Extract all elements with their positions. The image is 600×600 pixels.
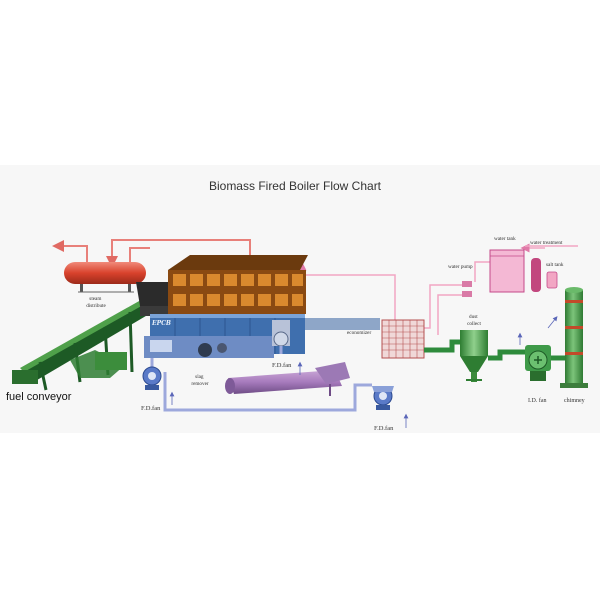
fuel-conveyor: [12, 296, 156, 391]
water-pump-label: water pump: [448, 264, 473, 270]
air-flow-arrows: [169, 316, 558, 428]
salt-tank: [546, 271, 558, 289]
chimney-label: chimney: [564, 398, 585, 404]
water-pump: [462, 281, 472, 297]
flue-duct: [424, 339, 528, 361]
steam-pipe-to-distributor: [106, 239, 251, 268]
water-treatment-label: water treatment: [530, 240, 563, 246]
steam-distributor: [64, 262, 146, 293]
economizer-label: economizer: [347, 330, 371, 336]
fd-fan-center-label: F.D.fan: [272, 362, 292, 369]
steam-pipe-left-out: [52, 240, 88, 262]
chimney: [551, 287, 588, 388]
water-tank: [489, 249, 525, 293]
economizer: [381, 319, 425, 359]
water-tank-label: water tank: [494, 236, 516, 242]
fd-fan-left: [142, 366, 162, 390]
dust-collector-label: dust collect: [467, 314, 481, 327]
air-duct-main: [163, 372, 372, 412]
steam-pipe-return: [129, 247, 150, 262]
salt-tank-label: salt tank: [546, 262, 564, 268]
water-pipe-economizer-to-drum: [297, 261, 396, 320]
diagram-title: Biomass Fired Boiler Flow Chart: [209, 179, 382, 193]
slag-remover: [225, 362, 350, 396]
water-pipe-pump2: [437, 294, 462, 335]
fuel-conveyor-label: fuel conveyor: [6, 391, 72, 403]
id-fan: [525, 345, 551, 381]
fuel-hopper: [136, 282, 176, 316]
boiler-body: [144, 255, 380, 358]
boiler-brand: EPCB: [151, 320, 171, 327]
slag-remover-label: slag remover: [191, 374, 209, 387]
dust-collector: [460, 330, 488, 382]
fd-fan-bottom-label: F.D.fan: [374, 425, 394, 432]
steam-distributor-label: steam distribute: [86, 296, 106, 309]
water-treatment-unit: [531, 258, 541, 292]
fd-fan-bottom: [372, 386, 394, 410]
fd-fan-left-label: F.D.fan: [141, 405, 161, 412]
id-fan-label: I.D. fan: [528, 397, 547, 404]
steam-pipes: [52, 239, 251, 268]
water-pipe-tank-to-pump: [474, 261, 490, 282]
